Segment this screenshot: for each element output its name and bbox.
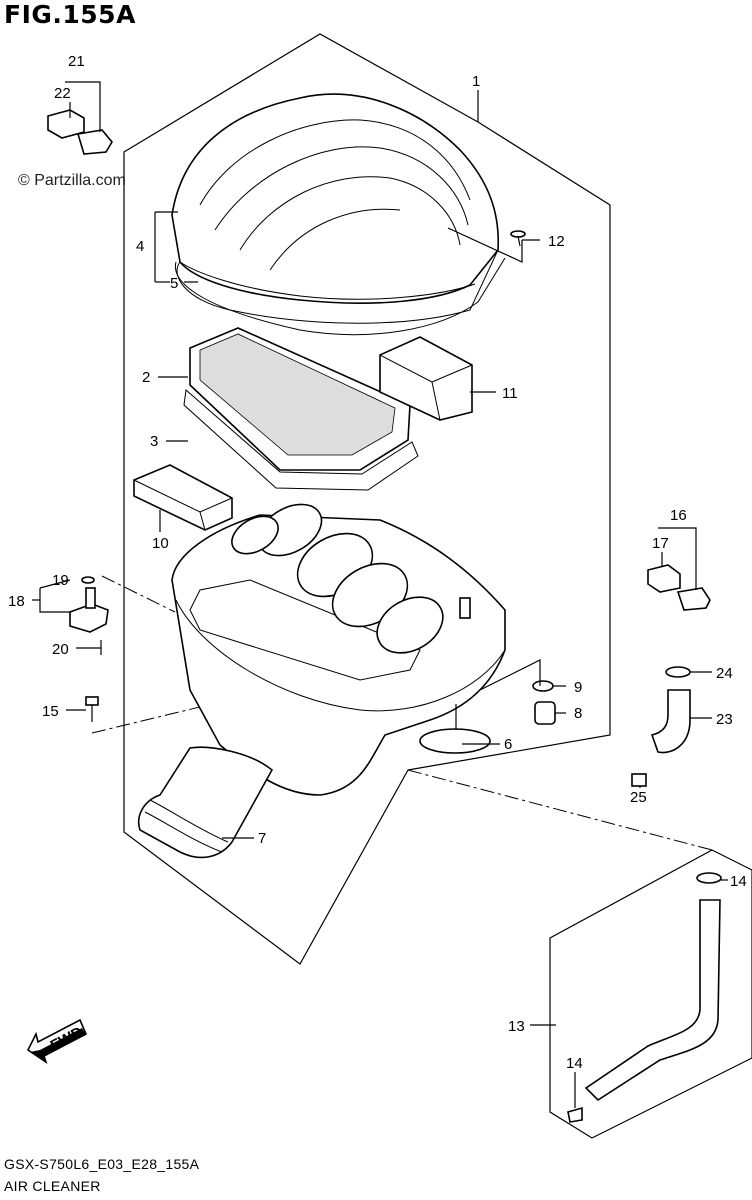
callout-16: 16 [670, 507, 687, 524]
dash-line-hose [407, 769, 713, 851]
callout-18: 18 [8, 593, 25, 610]
watermark-text: © Partzilla.com [18, 172, 126, 189]
callout-9: 9 [574, 679, 582, 696]
elbow-hose [631, 666, 691, 787]
sensor-assembly [69, 576, 109, 655]
callout-13: 13 [508, 1018, 525, 1035]
hose-kit-outline [549, 849, 752, 1139]
callout-15: 15 [42, 703, 59, 720]
dash-line-sensor [101, 575, 176, 613]
bolt-15 [85, 696, 99, 722]
callout-14-top: 14 [730, 873, 747, 890]
dash-line-screw [91, 705, 205, 734]
callout-3: 3 [150, 433, 158, 450]
air-filter-element [183, 327, 419, 491]
callout-11: 11 [502, 385, 518, 402]
callout-21: 21 [68, 53, 85, 70]
callout-1: 1 [472, 73, 480, 90]
callout-6: 6 [504, 736, 512, 753]
assembly-outline-bottom [123, 760, 409, 965]
foam-block-11 [379, 336, 473, 421]
callout-19: 19 [52, 572, 69, 589]
callout-25: 25 [630, 789, 647, 806]
connector-21-22 [47, 109, 113, 155]
screw-12 [510, 230, 526, 247]
long-hose [567, 872, 722, 1123]
callout-14-bottom: 14 [566, 1055, 583, 1072]
callout-20: 20 [52, 641, 69, 658]
model-code: GSX-S750L6_E03_E28_155A [4, 1156, 200, 1172]
assembly-outline [407, 121, 611, 771]
callout-5: 5 [170, 275, 178, 292]
leader-lines [32, 81, 728, 1108]
cap-8 [534, 701, 556, 725]
callout-22: 22 [54, 85, 71, 102]
assembly-outline-left [123, 33, 479, 760]
callout-24: 24 [716, 665, 733, 682]
cap-gasket [174, 257, 506, 336]
foam-block-10 [133, 464, 233, 531]
callout-8: 8 [574, 705, 582, 722]
air-cleaner-case [171, 503, 506, 796]
callout-23: 23 [716, 711, 733, 728]
callout-4: 4 [136, 238, 144, 255]
section-name: AIR CLEANER [4, 1178, 101, 1194]
clip-9 [532, 680, 554, 692]
callout-12: 12 [548, 233, 565, 250]
callout-7: 7 [258, 830, 266, 847]
callout-17: 17 [652, 535, 669, 552]
clamp-6 [419, 728, 491, 754]
callout-10: 10 [152, 535, 169, 552]
air-cleaner-cap [171, 93, 500, 324]
fwd-arrow-icon: FWD [26, 1018, 88, 1064]
inlet-duct [138, 746, 274, 859]
connector-16-17 [647, 564, 711, 611]
callout-2: 2 [142, 369, 150, 386]
figure-title: FIG.155A [4, 0, 136, 29]
